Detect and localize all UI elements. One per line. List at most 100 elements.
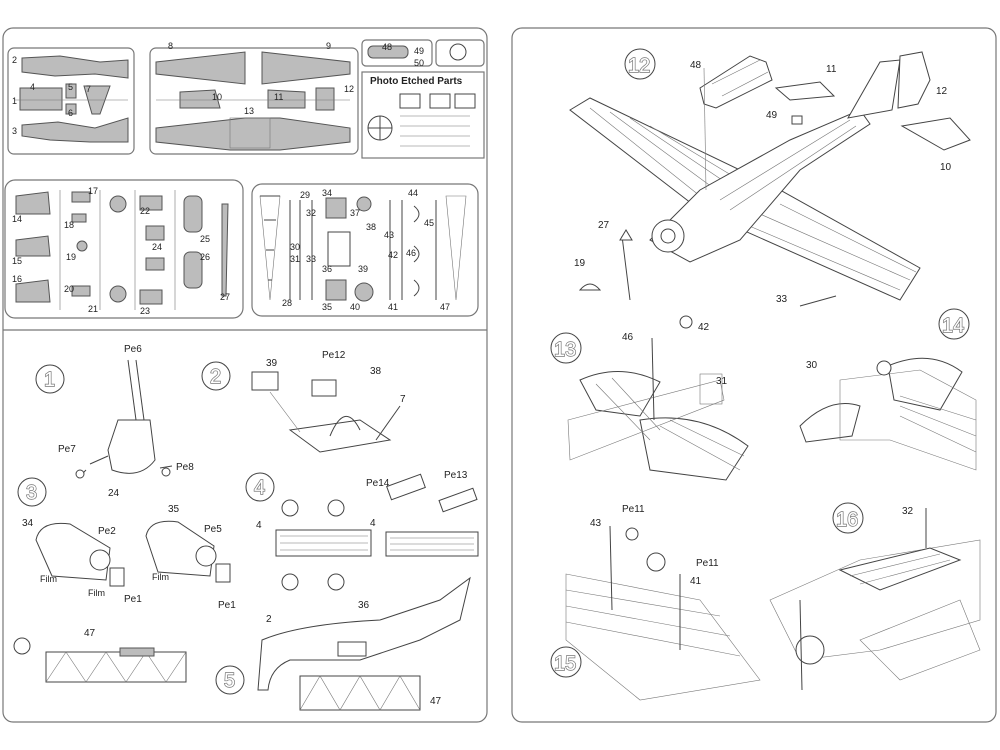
part-label: 33 [306, 254, 316, 264]
step-label: Film [152, 572, 169, 582]
part-label: 45 [424, 218, 434, 228]
step-label: Film [88, 588, 105, 598]
part-label: 15 [12, 256, 22, 266]
part-label: 10 [212, 92, 222, 102]
part-label: 47 [440, 302, 450, 312]
part-label: 5 [68, 82, 73, 92]
step-label: 36 [358, 600, 370, 611]
part-label: 31 [290, 254, 300, 264]
step-2: 2 39 Pe12 38 7 [201, 350, 406, 453]
step-13: 13 46 42 31 [550, 315, 749, 481]
part-label: 41 [388, 302, 398, 312]
part-label: 27 [220, 292, 230, 302]
step-number: 13 [554, 339, 576, 361]
part-label: 13 [244, 106, 254, 116]
step-label: 12 [936, 86, 948, 97]
part-label: 25 [200, 234, 210, 244]
step-12: 12 48 11 12 49 10 27 19 33 [569, 48, 971, 307]
part-label: 23 [140, 306, 150, 316]
step-label: Pe13 [444, 470, 468, 481]
part-label: 40 [350, 302, 360, 312]
sprue-cowling: 14 15 16 17 18 19 20 21 22 23 24 25 26 2… [4, 179, 244, 319]
step-label: Pe12 [322, 350, 346, 361]
part-label: 37 [350, 208, 360, 218]
part-label: 26 [200, 252, 210, 262]
step-label: 42 [698, 322, 710, 333]
part-label: 6 [68, 108, 73, 118]
step-label: Film [40, 574, 57, 584]
step-label: 34 [22, 518, 34, 529]
part-label: 21 [88, 304, 98, 314]
step-label: Pe8 [176, 462, 194, 473]
part-label: 9 [326, 41, 331, 51]
part-label: 4 [30, 82, 35, 92]
step-1: 1 Pe6 Pe7 Pe8 24 [35, 344, 194, 499]
step-label: 49 [766, 110, 778, 121]
part-label: 49 [414, 46, 424, 56]
step-label: Pe1 [218, 600, 236, 611]
part-label: 42 [388, 250, 398, 260]
photo-etched-fret: Photo Etched Parts [361, 71, 485, 159]
part-label: 14 [12, 214, 22, 224]
step-5: 5 47 2 36 47 [13, 576, 471, 711]
part-label: 48 [382, 42, 392, 52]
part-label: 24 [152, 242, 162, 252]
step-label: 7 [400, 394, 406, 405]
part-label: 36 [322, 264, 332, 274]
step-number: 16 [836, 509, 858, 531]
step-label: Pe5 [204, 524, 222, 535]
step-label: 32 [902, 506, 914, 517]
step-label: 31 [716, 376, 728, 387]
sprue-fuselage: 2 1 3 4 5 6 7 [7, 47, 135, 155]
part-label: 12 [344, 84, 354, 94]
step-label: 4 [256, 520, 262, 531]
sprue-canopy: 48 49 50 [361, 39, 485, 68]
step-number: 15 [554, 653, 576, 675]
step-number: 4 [254, 477, 265, 499]
step-label: 27 [598, 220, 610, 231]
part-label: 19 [66, 252, 76, 262]
step-number: 5 [224, 670, 235, 692]
step-label: 43 [590, 518, 602, 529]
part-label: 38 [366, 222, 376, 232]
step-label: 4 [370, 518, 376, 529]
step-label: 47 [430, 696, 442, 707]
step-label: 24 [108, 488, 120, 499]
part-label: 2 [12, 55, 17, 65]
step-label: 2 [266, 614, 272, 625]
step-label: 19 [574, 258, 586, 269]
step-number: 1 [44, 369, 55, 391]
step-label: Pe11 [696, 558, 719, 569]
step-number: 3 [26, 482, 37, 504]
part-label: 32 [306, 208, 316, 218]
sprue-struts: 29 28 30 31 32 33 34 35 36 37 38 39 40 4… [251, 183, 479, 317]
step-label: Pe2 [98, 526, 116, 537]
step-label: 46 [622, 332, 634, 343]
step-label: 41 [690, 576, 702, 587]
step-label: 39 [266, 358, 278, 369]
step-label: Pe1 [124, 594, 142, 605]
part-label: 20 [64, 284, 74, 294]
part-label: 44 [408, 188, 418, 198]
part-label: 3 [12, 126, 17, 136]
step-label: 47 [84, 628, 96, 639]
step-14: 14 30 [799, 308, 977, 471]
part-label: 17 [88, 186, 98, 196]
part-label: 46 [406, 248, 416, 258]
step-label: 10 [940, 162, 952, 173]
part-label: 28 [282, 298, 292, 308]
part-label: 43 [384, 230, 394, 240]
part-label: 35 [322, 302, 332, 312]
part-label: 50 [414, 58, 424, 68]
right-page-frame [511, 27, 997, 723]
part-label: 16 [12, 274, 22, 284]
step-label: 11 [826, 64, 837, 75]
step-label: Pe7 [58, 444, 76, 455]
step-label: Pe11 [622, 504, 645, 515]
step-label: Pe6 [124, 344, 142, 355]
step-number: 14 [942, 315, 964, 337]
step-label: 48 [690, 60, 702, 71]
part-label: 30 [290, 242, 300, 252]
step-3: 3 34 Pe2 35 Pe5 Film Film Pe1 Film Pe1 [17, 477, 236, 611]
